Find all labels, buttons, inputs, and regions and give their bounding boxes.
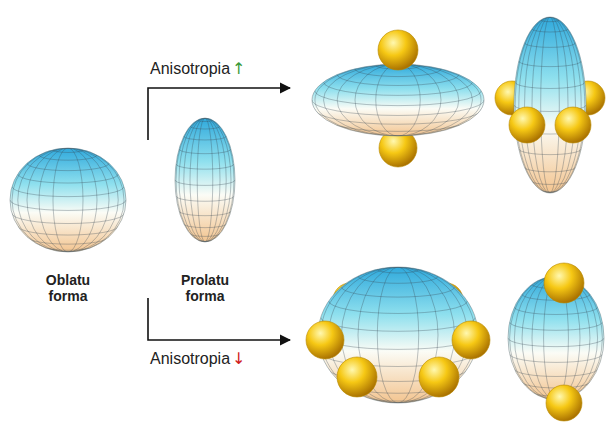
gold-sphere	[419, 357, 459, 397]
branch-label: Anisotropia	[150, 350, 230, 368]
gold-sphere	[546, 385, 582, 421]
trend-arrow: ↑	[232, 60, 245, 78]
shape-label: Oblatu forma	[28, 272, 108, 304]
ellipsoid	[10, 148, 126, 253]
gold-sphere	[509, 107, 545, 143]
gold-sphere	[306, 321, 344, 359]
shape-label: Prolatu forma	[165, 272, 245, 304]
branch-arrow	[148, 88, 290, 140]
ellipsoid	[175, 118, 235, 242]
ellipsoid	[312, 64, 484, 139]
gold-sphere	[555, 107, 591, 143]
ellipsoid	[514, 17, 586, 193]
branch-label: Anisotropia	[150, 60, 230, 78]
gold-sphere	[544, 263, 584, 303]
trend-arrow: ↓	[232, 350, 245, 368]
gold-sphere	[337, 357, 377, 397]
branch-arrow	[148, 298, 290, 340]
gold-sphere	[378, 30, 418, 70]
gold-sphere	[452, 321, 490, 359]
